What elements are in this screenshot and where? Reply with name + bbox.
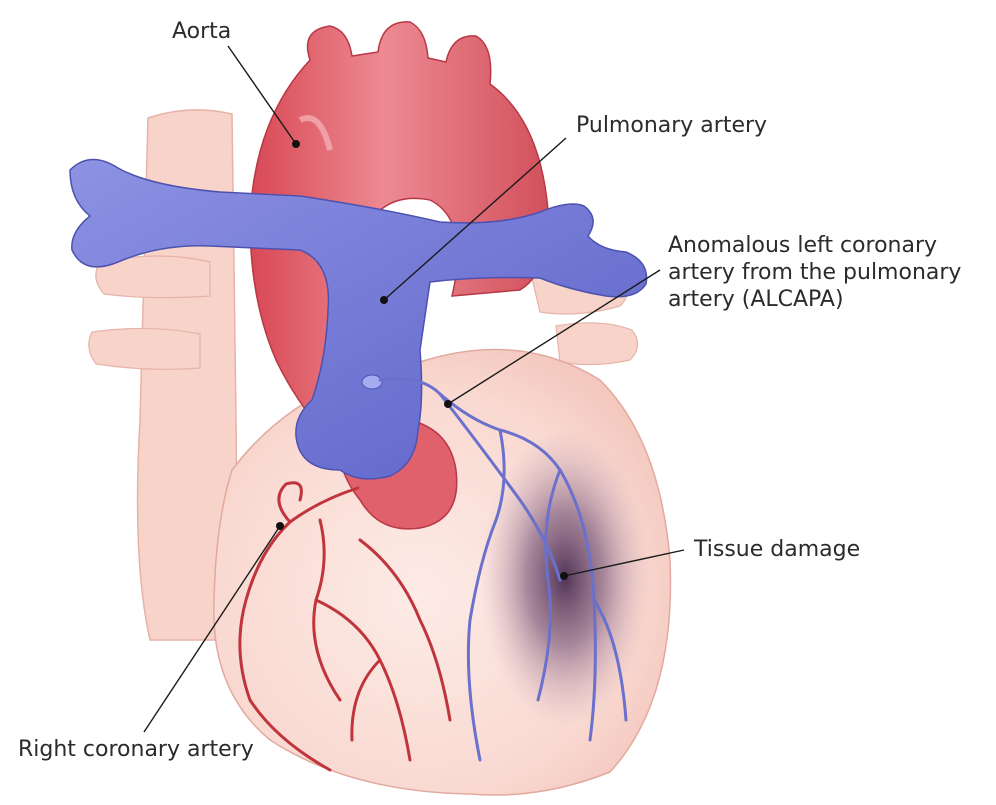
label-alcapa-line1: Anomalous left coronary xyxy=(668,232,937,259)
label-right-coronary-artery: Right coronary artery xyxy=(18,736,254,763)
label-alcapa-line3: artery (ALCAPA) xyxy=(668,286,844,313)
label-alcapa-line2: artery from the pulmonary xyxy=(668,259,961,286)
label-tissue-damage: Tissue damage xyxy=(694,536,860,563)
label-aorta: Aorta xyxy=(172,18,231,45)
label-pulmonary-artery: Pulmonary artery xyxy=(576,112,767,139)
